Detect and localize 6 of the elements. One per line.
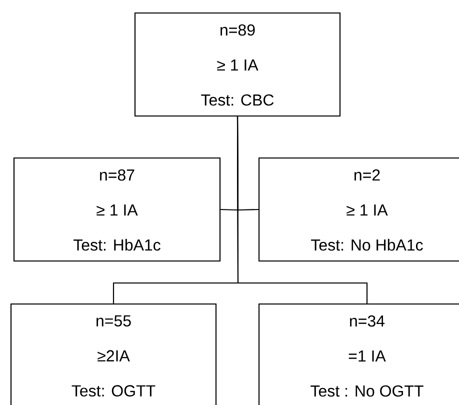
- text-box: n=2 ≥ 1 IA Test: No HbA1c: [258, 157, 459, 262]
- text-box: n=34 =1 IA Test : No OGTT: [258, 303, 459, 405]
- text-box: n=87 ≥ 1 IA Test: HbA1c: [13, 157, 221, 262]
- text-box: n=55 ≥2IA Test: OGTT: [10, 303, 217, 405]
- connector-line: [236, 116, 368, 304]
- text-box: n=89 ≥ 1 IA Test: CBC: [134, 12, 341, 117]
